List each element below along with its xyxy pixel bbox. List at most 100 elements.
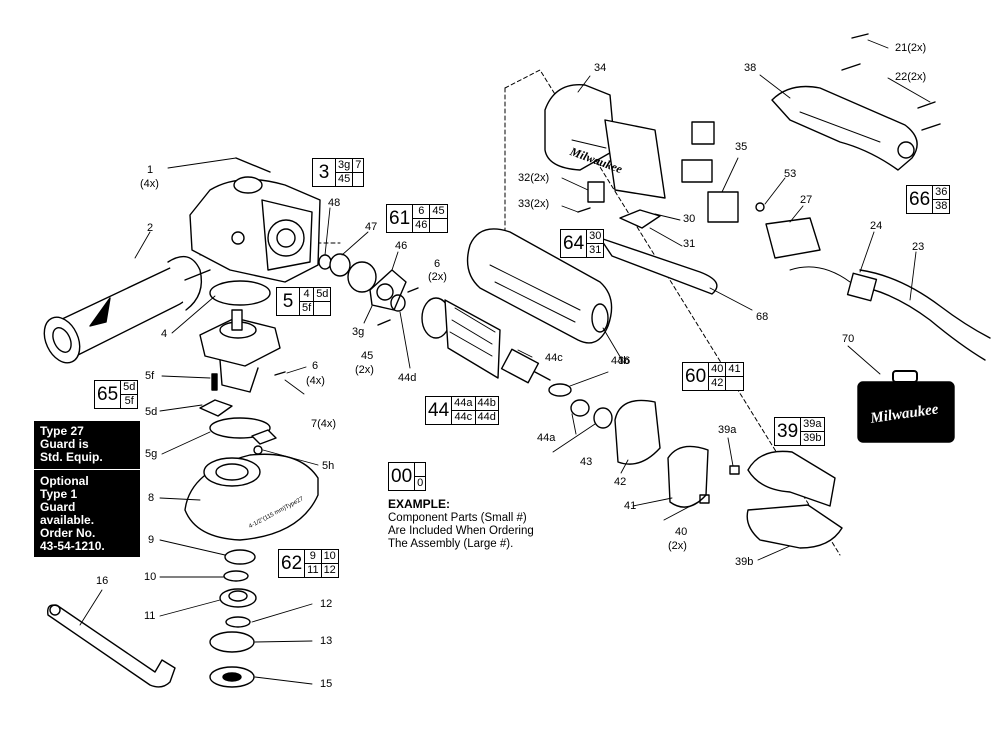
component-number: 39a bbox=[801, 418, 824, 432]
example-line: Component Parts (Small #) bbox=[388, 512, 527, 524]
assembly-box-39: 39 39a 39b bbox=[774, 417, 825, 446]
component-number bbox=[430, 219, 446, 232]
component-number: 45 bbox=[430, 205, 447, 219]
lock-nut bbox=[209, 666, 255, 688]
note-line: Guard bbox=[40, 500, 76, 514]
screws-6-45 bbox=[274, 287, 419, 376]
spindle-assembly bbox=[199, 309, 281, 393]
label-44a: 44a bbox=[537, 432, 556, 444]
label-45: 45 bbox=[361, 350, 374, 362]
washer-44d bbox=[390, 294, 406, 312]
example-line: Are Included When Ordering bbox=[388, 525, 534, 537]
guard-note: Type 27 Guard is Std. Equip. Optional Ty… bbox=[34, 421, 140, 557]
component-number: ​ bbox=[415, 463, 426, 477]
switch-block bbox=[691, 121, 715, 145]
assembly-number: 00 bbox=[389, 463, 416, 490]
label-6-upper-qty: (2x) bbox=[428, 271, 447, 283]
terminal-block bbox=[765, 217, 821, 259]
assembly-box-62: 62 9 10 11 12 bbox=[278, 549, 339, 578]
example-title: EXAMPLE: bbox=[388, 497, 451, 511]
component-number: 0 bbox=[417, 477, 424, 489]
label-7: 7(4x) bbox=[311, 418, 337, 430]
assembly-number: 64 bbox=[561, 230, 588, 257]
carrying-case bbox=[857, 370, 955, 443]
spanner-wrench bbox=[47, 604, 176, 688]
label-68: 68 bbox=[756, 311, 769, 323]
label-38: 38 bbox=[744, 62, 757, 74]
note-line: Type 1 bbox=[40, 487, 78, 501]
inner-flange bbox=[219, 588, 257, 608]
lock-plate bbox=[199, 399, 233, 417]
note-line: Optional bbox=[40, 474, 89, 488]
assembly-number: 44 bbox=[426, 397, 453, 424]
label-35: 35 bbox=[735, 141, 748, 153]
brush-holder bbox=[667, 445, 709, 508]
label-12: 12 bbox=[320, 598, 333, 610]
label-11: 11 bbox=[144, 610, 156, 622]
gear-case bbox=[189, 176, 321, 283]
component-number: 7 bbox=[353, 159, 364, 173]
label-13: 13 bbox=[320, 635, 333, 647]
label-23: 23 bbox=[912, 241, 925, 253]
o-ring bbox=[209, 280, 271, 306]
component-number: 5d bbox=[121, 381, 138, 395]
assembly-number: 62 bbox=[279, 550, 306, 577]
note-line: 43-54-1210. bbox=[40, 539, 105, 553]
label-10: 10 bbox=[144, 571, 157, 583]
label-9: 9 bbox=[148, 534, 155, 546]
pin bbox=[211, 373, 218, 391]
bushing bbox=[318, 254, 332, 270]
label-70: 70 bbox=[842, 333, 855, 345]
brush-40a bbox=[729, 465, 740, 475]
capacitor bbox=[707, 191, 739, 223]
paddle-switch bbox=[599, 237, 718, 295]
label-5g: 5g bbox=[145, 448, 158, 460]
label-39a: 39a bbox=[718, 424, 737, 436]
o-ring-12 bbox=[225, 616, 251, 628]
note-line: Std. Equip. bbox=[40, 450, 103, 464]
label-1-qty: (4x) bbox=[140, 178, 159, 190]
component-number: 38 bbox=[935, 200, 948, 212]
label-53: 53 bbox=[784, 168, 797, 180]
bearing-3g bbox=[347, 261, 377, 293]
label-40: 40 bbox=[675, 526, 688, 538]
assembly-box-61: 61 6 45 46 bbox=[386, 204, 448, 233]
side-handle bbox=[43, 255, 211, 364]
power-cord bbox=[789, 266, 991, 361]
component-number: 5d bbox=[314, 288, 331, 302]
component-number: 41 bbox=[726, 363, 743, 377]
guard-clamp bbox=[209, 417, 277, 455]
label-4: 4 bbox=[161, 328, 168, 340]
label-32: 32(2x) bbox=[518, 172, 550, 184]
assembly-number: 61 bbox=[387, 205, 414, 232]
label-47: 47 bbox=[365, 221, 378, 233]
component-number: 42 bbox=[709, 377, 727, 390]
switch-clip bbox=[587, 181, 605, 203]
assembly-number: 5 bbox=[277, 288, 300, 315]
screw-53 bbox=[755, 202, 765, 212]
label-15: 15 bbox=[320, 678, 333, 690]
label-44b: 44b bbox=[611, 355, 630, 367]
label-21: 21(2x) bbox=[895, 42, 927, 54]
note-divider bbox=[34, 469, 140, 470]
component-number: 36 bbox=[933, 186, 950, 200]
label-30: 30 bbox=[683, 213, 696, 225]
label-45-qty: (2x) bbox=[355, 364, 374, 376]
label-42: 42 bbox=[614, 476, 627, 488]
note-line: Type 27 bbox=[40, 424, 84, 438]
label-46: 46 bbox=[395, 240, 408, 252]
leader-lines bbox=[79, 39, 931, 685]
label-22: 22(2x) bbox=[895, 71, 927, 83]
screw-33 bbox=[577, 207, 591, 213]
armature bbox=[421, 297, 613, 429]
assembly-number: 66 bbox=[907, 186, 934, 213]
screws-21-22 bbox=[841, 33, 941, 131]
label-6-lower-qty: (4x) bbox=[306, 375, 325, 387]
note-line: Guard is bbox=[40, 437, 89, 451]
label-39b: 39b bbox=[735, 556, 754, 568]
label-41: 41 bbox=[624, 500, 637, 512]
note-line: available. bbox=[40, 513, 95, 527]
component-number: 11 bbox=[305, 564, 322, 577]
assembly-box-64: 64 30 31 bbox=[560, 229, 605, 258]
